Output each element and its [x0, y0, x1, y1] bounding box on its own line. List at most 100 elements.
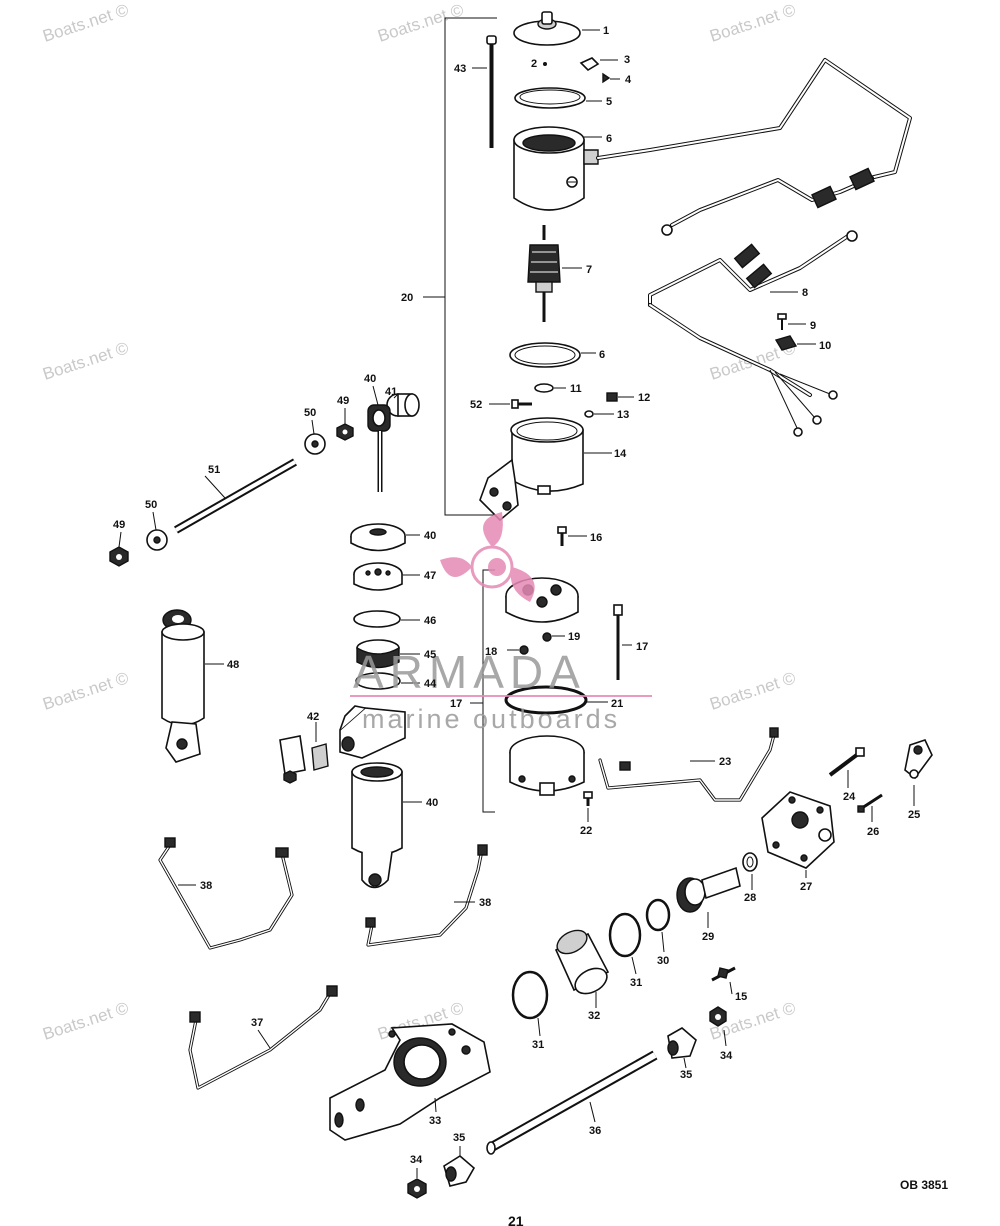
part-37-hydraulic-line: [188, 985, 338, 1090]
part-5-brush-spring-ring: [514, 87, 602, 109]
part-1-end-cap: [513, 11, 600, 46]
part-27-valve-plate: [761, 791, 835, 878]
part-11-o-ring: [534, 383, 566, 393]
part-15-screw: [711, 966, 736, 995]
callout-15: 15: [735, 991, 747, 1003]
part-24-bolt: [828, 747, 865, 788]
callout-26: 26: [867, 826, 879, 838]
callout-42: 42: [307, 711, 319, 723]
part-45-piston: [356, 639, 420, 669]
part-19-ball: [542, 632, 565, 642]
callout-6: 6: [606, 133, 612, 145]
callout-31-right: 31: [630, 977, 642, 989]
callout-32: 32: [588, 1010, 600, 1022]
bracket-20: [423, 17, 497, 516]
callout-40-cylinder: 40: [426, 797, 438, 809]
part-46-o-ring: [353, 610, 420, 628]
part-23-hydraulic-line: [598, 727, 779, 802]
armada-logo: ARMADA marine outboards: [350, 512, 652, 734]
part-38-hydraulic-line-right: [365, 844, 488, 947]
part-31-o-ring-right: [608, 912, 642, 975]
part-16-screw: [557, 526, 587, 546]
part-3-brush: [579, 57, 618, 72]
callout-27: 27: [800, 881, 812, 893]
part-50-washer-lower: [146, 529, 168, 551]
callout-38-left: 38: [200, 880, 212, 892]
callout-49-upper: 49: [337, 395, 349, 407]
part-28-washer: [742, 852, 758, 890]
part-22-screw: [583, 791, 593, 822]
part-21-o-ring: [504, 685, 608, 715]
callout-48: 48: [227, 659, 239, 671]
callout-17-right: 17: [636, 641, 648, 653]
callout-30: 30: [657, 955, 669, 967]
callout-50-upper: 50: [304, 407, 316, 419]
callout-4: 4: [625, 74, 632, 86]
callout-6-lower: 6: [599, 349, 605, 361]
part-25-bracket: [904, 739, 933, 806]
callout-14: 14: [614, 448, 627, 460]
callout-16: 16: [590, 532, 602, 544]
callout-47: 47: [424, 570, 436, 582]
armada-brand: ARMADA: [353, 646, 586, 698]
armada-tagline: marine outboards: [362, 704, 620, 734]
callout-24: 24: [843, 791, 856, 803]
part-40-cylinder-cap: [350, 523, 420, 552]
part-40-trim-cylinder: [351, 762, 422, 889]
callout-17-left: 17: [450, 698, 462, 710]
part-32-sleeve: [554, 929, 610, 1008]
wire-harness: [596, 58, 912, 437]
callout-34-lower: 34: [410, 1154, 423, 1166]
part-7-armature: [527, 225, 582, 322]
part-30-o-ring: [645, 898, 671, 953]
part-43-through-bolt: [472, 35, 497, 148]
callout-50-lower: 50: [145, 499, 157, 511]
callout-35-right: 35: [680, 1069, 692, 1081]
callout-8: 8: [802, 287, 808, 299]
part-valve-body: [509, 735, 585, 796]
callout-2: 2: [531, 58, 537, 70]
part-26-screw: [857, 793, 883, 822]
callout-46: 46: [424, 615, 436, 627]
part-52-screw: [489, 399, 532, 409]
watermark: Boats.net ©: [40, 338, 131, 384]
part-29-valve-piston: [676, 866, 741, 928]
watermark: Boats.net ©: [707, 668, 798, 714]
page-number: 21: [508, 1213, 524, 1226]
part-9-screw: [777, 313, 806, 330]
part-36-tilt-tube: [486, 1050, 658, 1155]
callout-49-lower: 49: [113, 519, 125, 531]
callout-1: 1: [603, 25, 609, 37]
watermark: Boats.net ©: [375, 0, 466, 46]
part-50-washer-upper: [304, 433, 326, 455]
part-34-nut-right: [709, 1006, 727, 1047]
callout-18: 18: [485, 646, 497, 658]
part-6-o-ring-lower: [509, 342, 596, 368]
part-18-ball: [507, 645, 529, 655]
leader-lines-upper-left: [118, 385, 399, 548]
part-35-fitting-lower: [443, 1146, 476, 1187]
callout-12: 12: [638, 392, 650, 404]
part-40-upper-pin-assembly: [367, 404, 391, 492]
part-47-piston-head: [353, 562, 420, 591]
callout-13: 13: [617, 409, 629, 421]
callout-37: 37: [251, 1017, 263, 1029]
callout-11: 11: [570, 383, 582, 395]
callout-34-right: 34: [720, 1050, 733, 1062]
part-38-hydraulic-line-left: [158, 837, 294, 950]
watermark: Boats.net ©: [40, 0, 131, 46]
callout-22: 22: [580, 825, 592, 837]
callout-19: 19: [568, 631, 580, 643]
part-34-nut-lower: [407, 1168, 427, 1199]
drawing-code: OB 3851: [900, 1178, 948, 1192]
callout-9: 9: [810, 320, 816, 332]
callout-36: 36: [589, 1125, 601, 1137]
part-51-shaft: [174, 458, 297, 534]
watermark: Boats.net ©: [40, 998, 131, 1044]
part-6-motor-frame: [513, 126, 602, 211]
callout-38-right: 38: [479, 897, 491, 909]
callout-29: 29: [702, 931, 714, 943]
callout-20: 20: [401, 292, 413, 304]
part-14-pump-reservoir: [479, 417, 612, 522]
callout-45: 45: [424, 649, 436, 661]
